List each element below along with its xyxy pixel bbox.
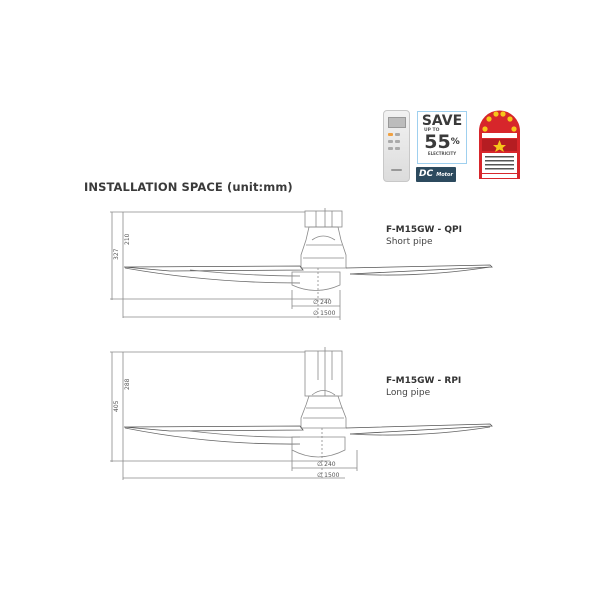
pipe-height-label: 288	[124, 378, 131, 390]
dc-motor-badge: DC Motor	[416, 167, 456, 182]
dc-label: DC	[419, 169, 434, 179]
remote-button	[388, 133, 393, 136]
save-label: SAVE	[421, 113, 463, 129]
electricity-label: ELECTRICITY	[427, 151, 457, 156]
motor-label: Motor	[436, 172, 453, 178]
remote-screen	[388, 117, 406, 128]
save-percent: 55%	[424, 131, 460, 153]
pipe-height-label: 210	[124, 233, 131, 245]
pipe-label: Short pipe	[386, 237, 433, 247]
model-label: F-M15GW - RPI	[386, 376, 462, 386]
remote-button	[395, 140, 400, 143]
model-label: F-M15GW - QPI	[386, 225, 462, 235]
body-diameter-label: ∅ 240	[313, 299, 332, 306]
remote-button	[395, 147, 400, 150]
remote-button	[395, 133, 400, 136]
total-height-label: 327	[113, 248, 120, 260]
save-electricity-badge: SAVE UP TO 55% ELECTRICITY	[417, 111, 467, 164]
total-height-label: 405	[113, 400, 120, 412]
blade-diameter-label: ∅ 1500	[313, 310, 336, 317]
blade-diameter-label: ∅ 1500	[317, 472, 340, 479]
page-title: INSTALLATION SPACE (unit:mm)	[84, 180, 293, 194]
pipe-label: Long pipe	[386, 388, 431, 398]
remote-control-image	[383, 110, 410, 182]
body-diameter-label: ∅ 240	[317, 461, 336, 468]
remote-button	[388, 140, 393, 143]
upto-label: UP TO	[424, 128, 440, 133]
remote-button	[388, 147, 393, 150]
remote-logo	[391, 169, 402, 171]
energy-star-rating-icon	[479, 110, 520, 179]
